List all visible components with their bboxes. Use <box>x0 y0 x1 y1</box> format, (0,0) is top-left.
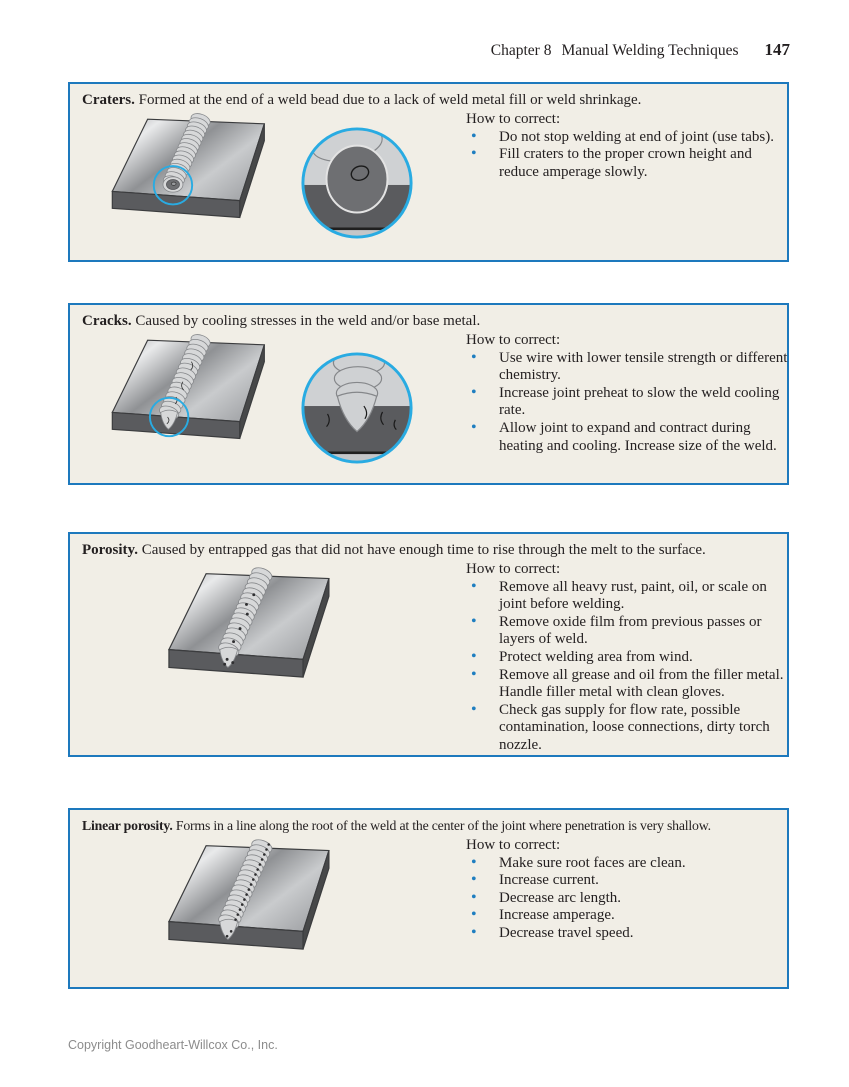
defect-term: Cracks. <box>82 313 132 329</box>
correction-list: Do not stop welding at end of joint (use… <box>466 128 788 182</box>
defect-term: Craters. <box>82 92 135 108</box>
defect-title: Porosity. Caused by entrapped gas that d… <box>70 534 787 559</box>
defect-title: Cracks. Caused by cooling stresses in th… <box>70 305 787 330</box>
how-to-correct-label: How to correct: <box>466 111 561 127</box>
defect-title: Linear porosity. Forms in a line along t… <box>70 810 787 835</box>
weld-plate-porosity-graphic <box>167 567 330 678</box>
page-header: Chapter 8 Manual Welding Techniques 147 <box>491 40 790 60</box>
defect-description: Forms in a line along the root of the we… <box>175 818 711 833</box>
defect-description: Formed at the end of a weld bead due to … <box>138 92 642 108</box>
panel-craters: Craters. Formed at the end of a weld bea… <box>68 82 789 262</box>
list-item: Decrease travel speed. <box>466 924 788 943</box>
list-item: Allow joint to expand and contract durin… <box>466 419 788 455</box>
crack-magnified-view-graphic <box>301 352 413 464</box>
list-item: Make sure root faces are clean. <box>466 854 788 873</box>
defect-term: Linear porosity. <box>82 818 173 833</box>
list-item: Remove all heavy rust, paint, oil, or sc… <box>466 578 788 614</box>
correction-column: How to correct: Use wire with lower tens… <box>466 332 788 455</box>
correction-list: Use wire with lower tensile strength or … <box>466 349 788 456</box>
list-item: Do not stop welding at end of joint (use… <box>466 128 788 147</box>
list-item: Check gas supply for flow rate, possible… <box>466 701 788 755</box>
list-item: Increase amperage. <box>466 906 788 925</box>
weld-plate-craters-graphic <box>111 113 266 219</box>
list-item: Protect welding area from wind. <box>466 648 788 667</box>
panel-linear-porosity: Linear porosity. Forms in a line along t… <box>68 808 789 989</box>
weld-plate-cracks-graphic <box>111 334 266 440</box>
crater-magnified-view-graphic <box>301 127 413 239</box>
defect-description: Caused by entrapped gas that did not hav… <box>141 542 706 558</box>
defect-term: Porosity. <box>82 542 138 558</box>
panel-porosity: Porosity. Caused by entrapped gas that d… <box>68 532 789 757</box>
page-number: 147 <box>764 40 791 59</box>
defect-title: Craters. Formed at the end of a weld bea… <box>70 84 787 109</box>
list-item: Decrease arc length. <box>466 889 788 908</box>
correction-list: Make sure root faces are clean. Increase… <box>466 854 788 943</box>
list-item: Fill craters to the proper crown height … <box>466 145 788 181</box>
how-to-correct-label: How to correct: <box>466 561 561 577</box>
correction-column: How to correct: Remove all heavy rust, p… <box>466 561 788 755</box>
chapter-label: Chapter 8 <box>490 42 552 59</box>
list-item: Remove oxide film from previous passes o… <box>466 613 788 649</box>
list-item: Increase joint preheat to slow the weld … <box>466 384 788 420</box>
list-item: Use wire with lower tensile strength or … <box>466 349 788 385</box>
correction-list: Remove all heavy rust, paint, oil, or sc… <box>466 578 788 755</box>
how-to-correct-label: How to correct: <box>466 332 561 348</box>
copyright-notice: Copyright Goodheart-Willcox Co., Inc. <box>68 1038 278 1052</box>
correction-column: How to correct: Make sure root faces are… <box>466 837 788 943</box>
correction-column: How to correct: Do not stop welding at e… <box>466 111 788 181</box>
how-to-correct-label: How to correct: <box>466 837 561 853</box>
panel-cracks: Cracks. Caused by cooling stresses in th… <box>68 303 789 485</box>
list-item: Remove all grease and oil from the fille… <box>466 666 788 702</box>
list-item: Increase current. <box>466 871 788 890</box>
defect-description: Caused by cooling stresses in the weld a… <box>135 313 481 329</box>
book-title: Manual Welding Techniques <box>561 42 739 59</box>
weld-plate-linear-porosity-graphic <box>167 839 330 950</box>
